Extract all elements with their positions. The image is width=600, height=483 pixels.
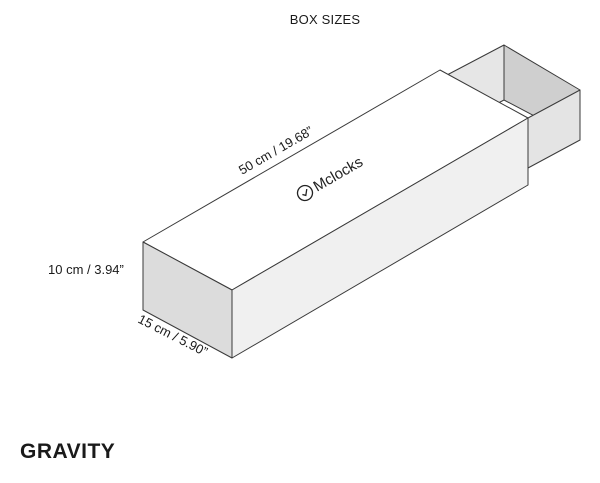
height-dimension-label: 10 cm / 3.94” bbox=[48, 262, 124, 277]
box-end-face bbox=[142, 241, 233, 359]
box-sizes-heading: BOX SIZES bbox=[289, 12, 361, 27]
product-name: GRAVITY bbox=[20, 440, 116, 463]
clock-check-icon bbox=[296, 184, 314, 202]
